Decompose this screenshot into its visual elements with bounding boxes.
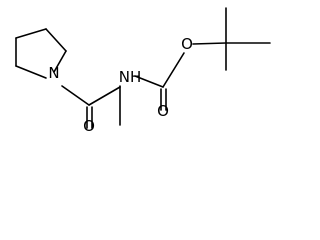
bond-ring-c4-n [15, 65, 47, 79]
bond-ester-o-tert-carbon [192, 42, 227, 45]
molecule-diagram: N O NH O O [15, 7, 271, 135]
structure-drawing: N O NH O O [15, 7, 271, 135]
bond-ring-c1-c2 [45, 28, 67, 52]
bond-ring-n-c1 [53, 50, 67, 73]
atom-label-nh: NH [119, 68, 142, 86]
bond-ring-c2-c3 [15, 28, 47, 39]
bond-n-amide-carbon [61, 85, 90, 106]
atom-label-o-amide: O [83, 117, 95, 135]
atom-label-o-ester: O [181, 35, 193, 53]
bond-nh-carbonyl [134, 75, 164, 88]
bond-amide-carbon-ch [88, 86, 121, 106]
bond-carbonyl-ester-o [162, 52, 185, 88]
atom-label-n-ring: N [48, 64, 59, 82]
atom-label-o-carbamate: O [157, 102, 169, 120]
pyrrolidine-ring [15, 28, 67, 79]
